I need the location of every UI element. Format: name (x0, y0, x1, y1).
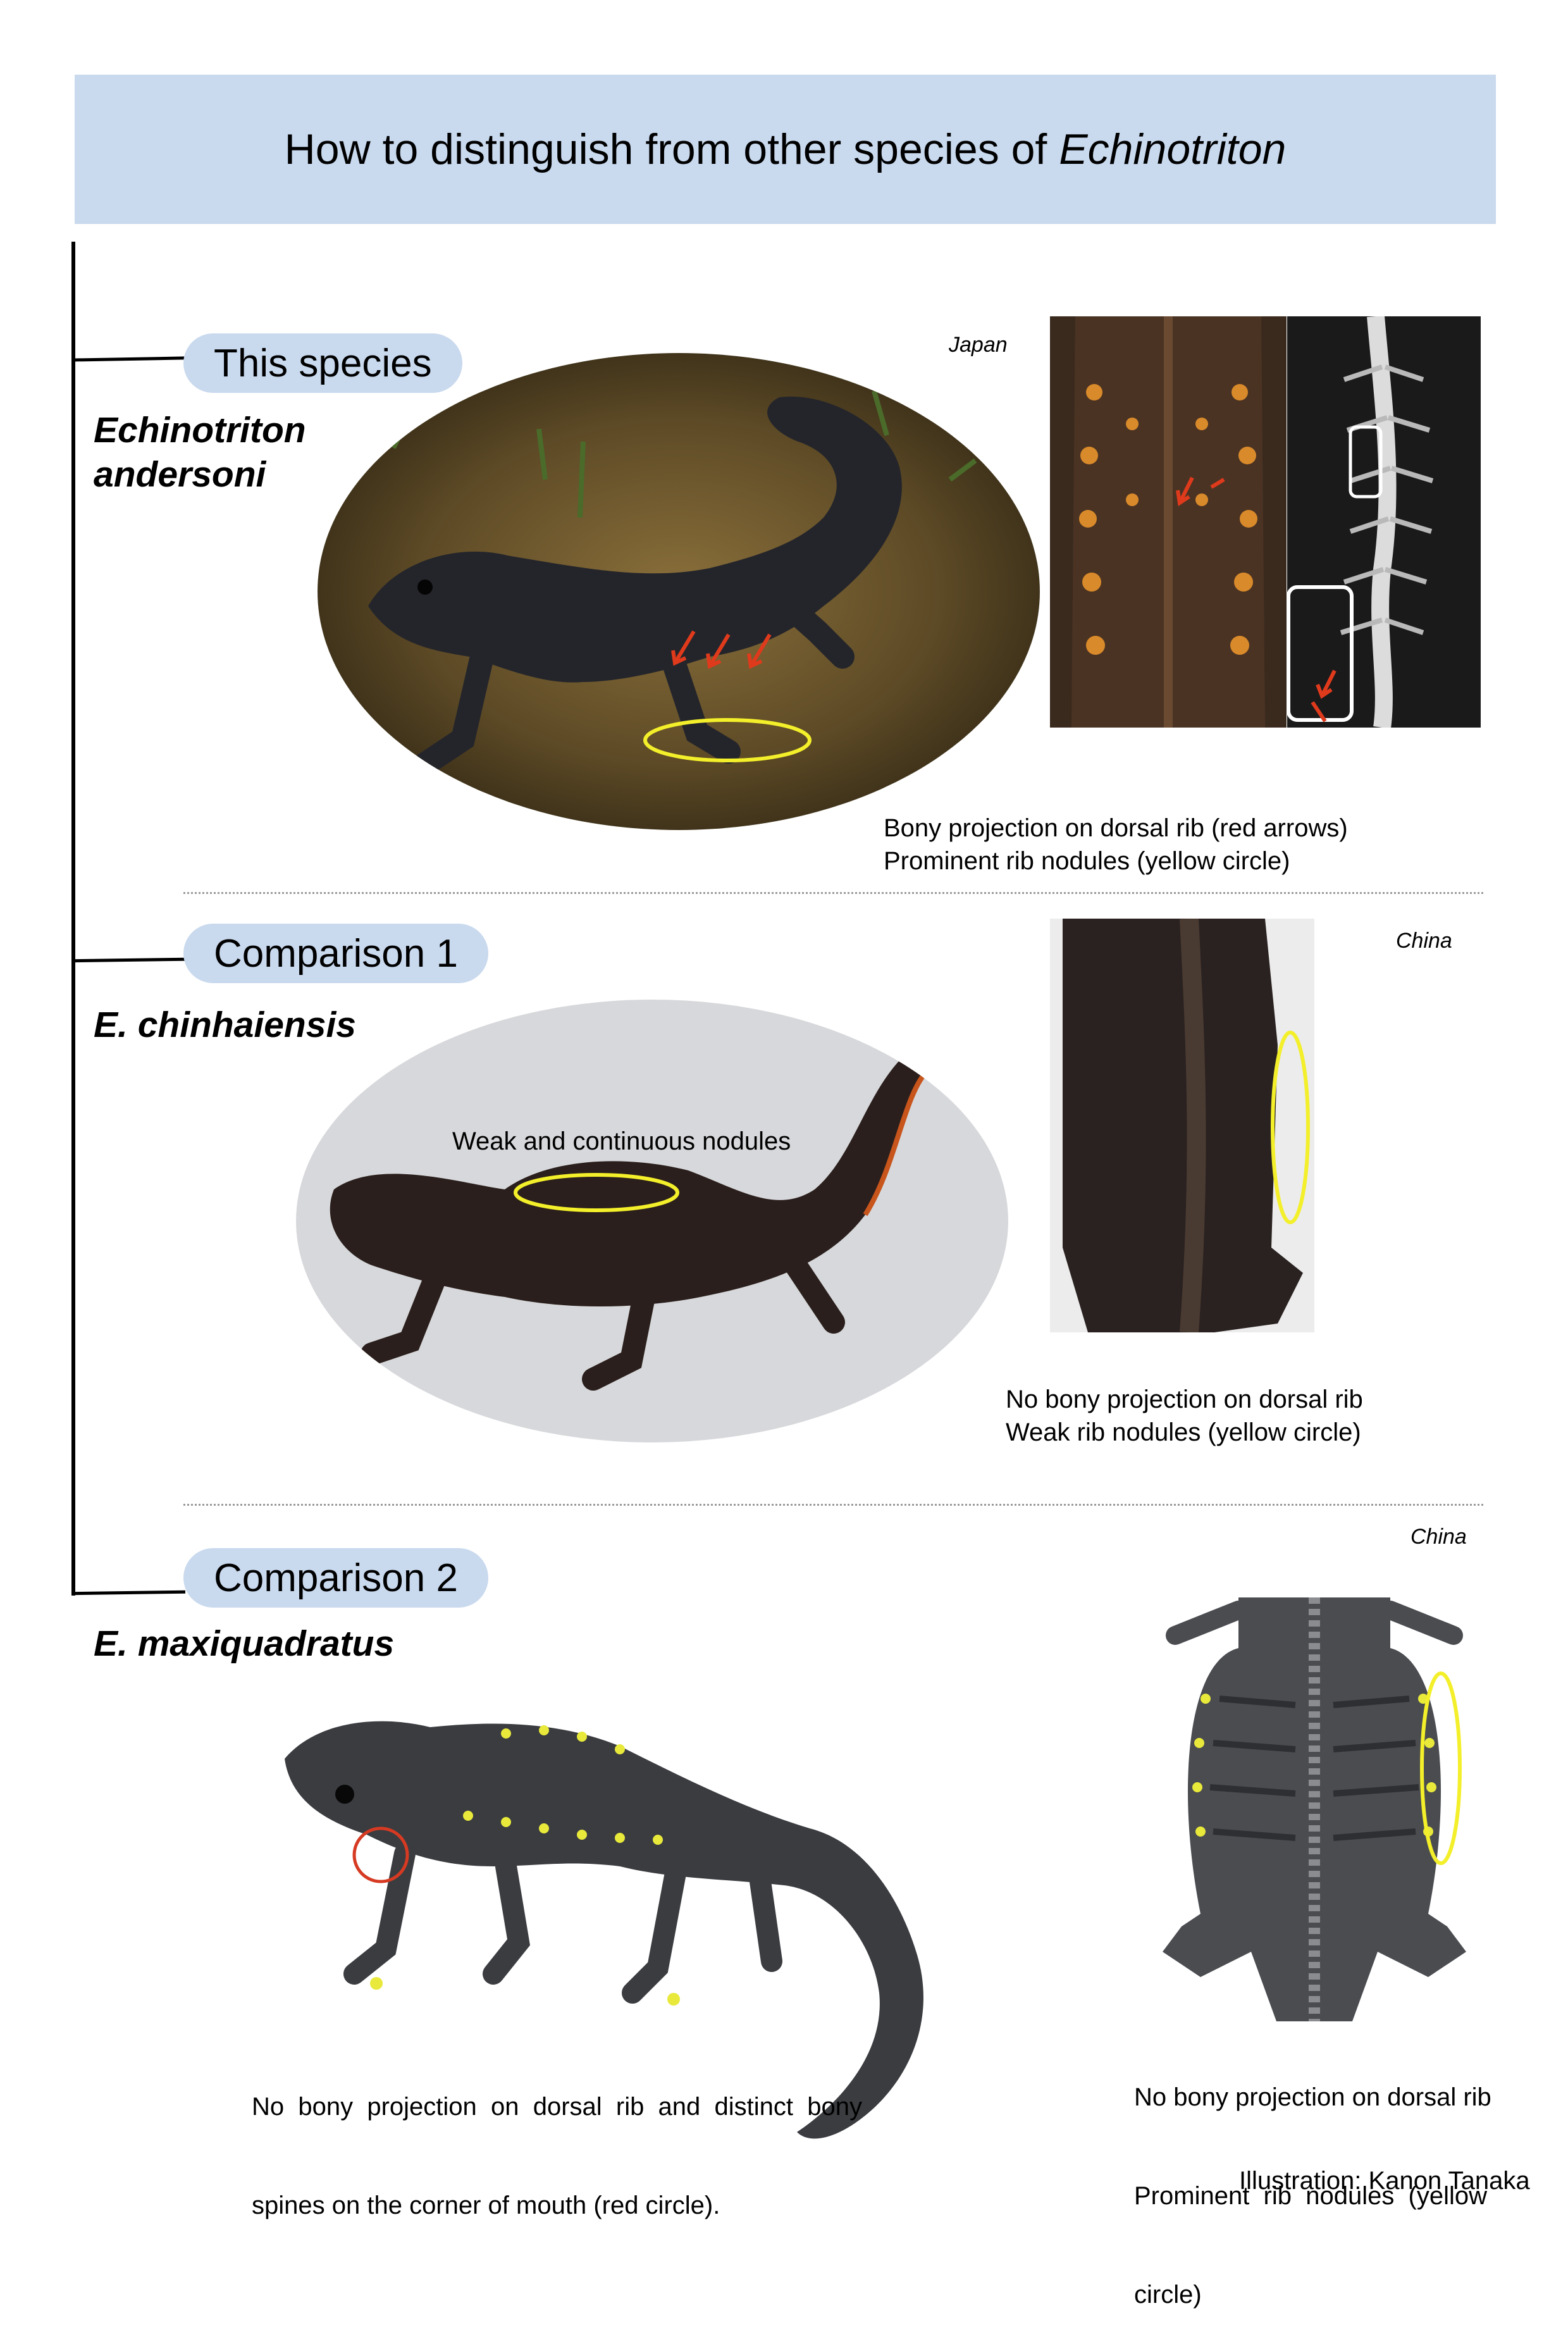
andersoni-dorsal-photo (1050, 316, 1287, 728)
maxiquadratus-illustration-ventral (1150, 1597, 1479, 2021)
chinhaiensis-photo (296, 1000, 1008, 1442)
species-name-maxiquadratus: E. maxiquadratus (94, 1623, 395, 1664)
maxiquadratus-illustration-lateral (266, 1677, 1025, 2145)
section-label-comparison-1: Comparison 1 (183, 924, 488, 983)
region-japan: Japan (949, 333, 1008, 357)
tree-trunk-line (71, 242, 75, 1596)
andersoni-photo (318, 353, 1040, 830)
section-label-this-species: This species (183, 333, 462, 393)
maxiquadratus-left-caption: No bony projection on dorsal rib and dis… (252, 2093, 862, 2219)
maxiquadratus-right-caption: No bony projection on dorsal rib Promine… (1134, 2083, 1491, 2309)
section-label-comparison-2: Comparison 2 (183, 1548, 488, 1608)
chinhaiensis-caption: No bony projection on dorsal rib Weak ri… (1006, 1386, 1363, 1446)
region-china-1: China (1396, 929, 1452, 953)
species-name-andersoni: Echinotriton andersoni (94, 410, 306, 495)
tree-branch-1 (71, 356, 186, 362)
illustration-credit: Illustration: Kanon Tanaka (1239, 2167, 1530, 2195)
tree-branch-2 (71, 957, 186, 963)
chinhaiensis-dorsal-photo (1050, 919, 1314, 1332)
title-prefix: How to distinguish from other species of (284, 125, 1059, 173)
title-genus: Echinotriton (1059, 125, 1287, 173)
section-divider-2 (183, 1504, 1483, 1506)
chinhaiensis-photo-annotation: Weak and continuous nodules (452, 1127, 791, 1155)
species-name-chinhaiensis: E. chinhaiensis (94, 1005, 356, 1045)
page-title: How to distinguish from other species of… (75, 75, 1496, 224)
region-china-2: China (1411, 1525, 1467, 1549)
andersoni-xray-photo (1287, 316, 1481, 728)
tree-branch-3 (71, 1590, 186, 1596)
section-divider-1 (183, 892, 1483, 894)
andersoni-caption: Bony projection on dorsal rib (red arrow… (884, 814, 1348, 875)
